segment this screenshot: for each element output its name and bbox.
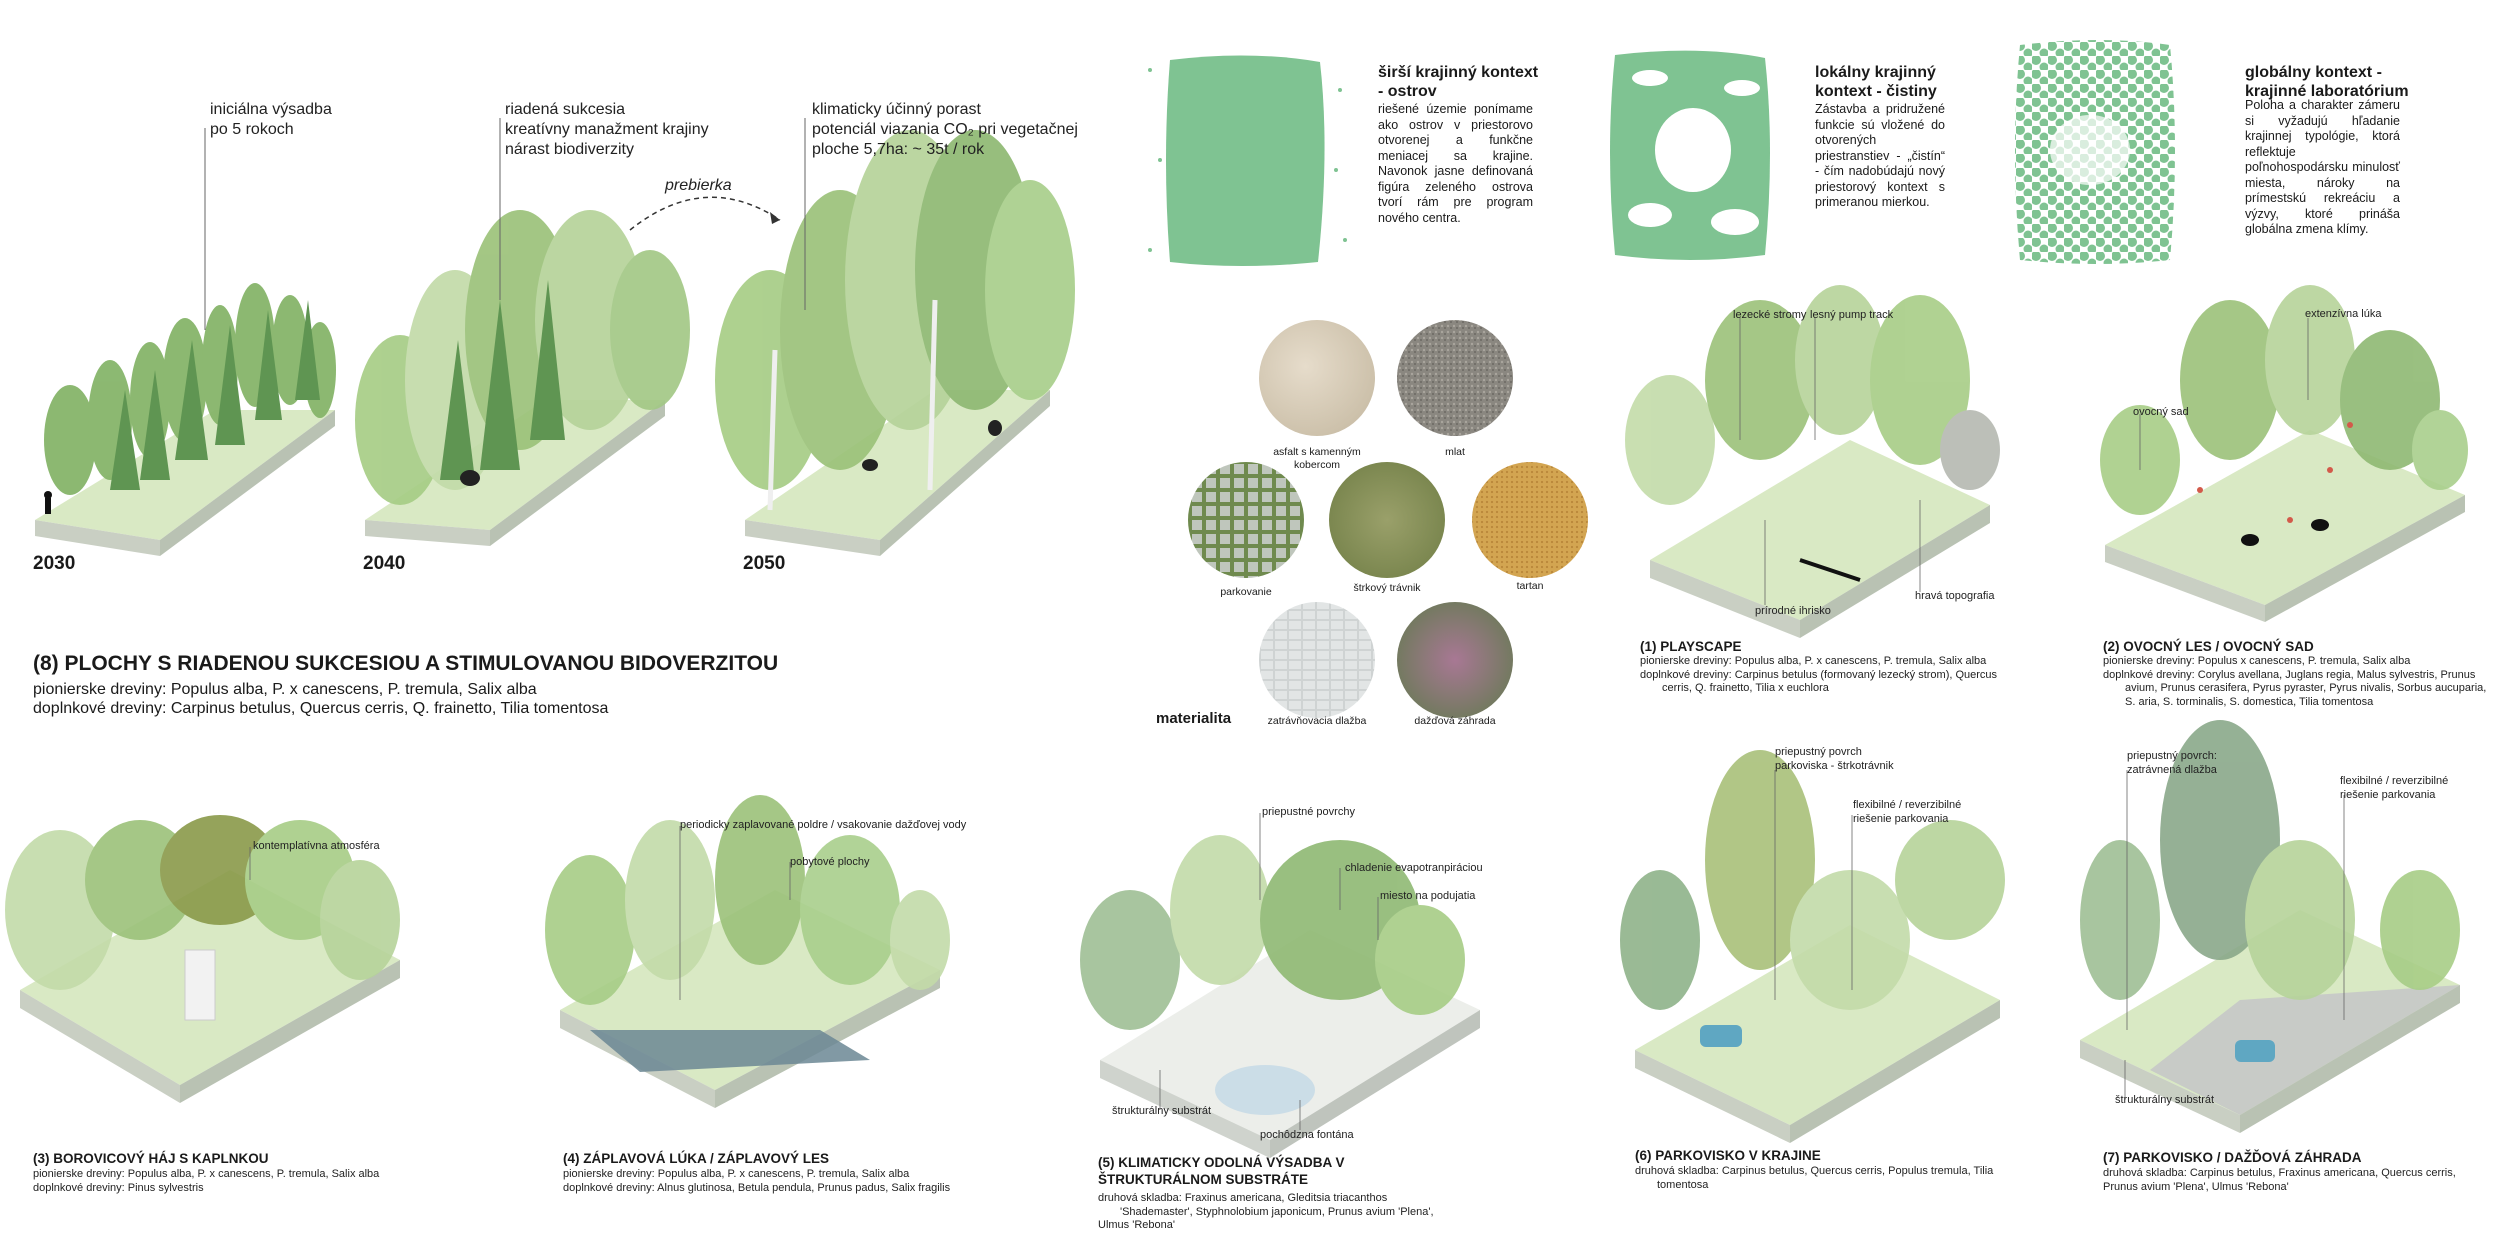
m2-label-meadow: extenzívna lúka <box>2305 308 2382 320</box>
materials-title: materialita <box>1156 710 1232 727</box>
context-body-1: riešené územie ponímame ako ostrov v pri… <box>1378 102 1533 225</box>
module-platform-7 <box>2080 720 2460 1133</box>
m1-title: (1) PLAYSCAPE <box>1640 639 1742 654</box>
m3-title: (3) BOROVICOVÝ HÁJ S KAPLNKOU <box>33 1151 269 1166</box>
module-platform-2 <box>2100 285 2468 622</box>
m1-species: pionierske dreviny: Populus alba, P. x c… <box>1640 655 1998 694</box>
module-platform-5 <box>1080 835 1480 1158</box>
module-platform-3 <box>5 815 400 1103</box>
prebierka-label: prebierka <box>665 177 732 194</box>
context-map-clearings <box>1610 50 1770 260</box>
module-platform-4 <box>545 795 950 1108</box>
year-2050: 2050 <box>743 553 786 574</box>
material-label-gravel-lawn: štrkový trávnik <box>1353 582 1421 594</box>
m7-title: (7) PARKOVISKO / DAŽĎOVÁ ZÁHRADA <box>2103 1150 2362 1165</box>
m7-label-substrate: štrukturálny substrát <box>2115 1094 2215 1106</box>
material-label-parking: parkovanie <box>1220 586 1272 598</box>
platform-2040 <box>355 210 690 546</box>
module-platform-1 <box>1625 285 2000 638</box>
succession-title: (8) PLOCHY S RIADENOU SUKCESIOU A STIMUL… <box>33 652 779 675</box>
context-body-2: Zástavba a pridružené funkcie sú vložené… <box>1815 102 1945 209</box>
context-body-3: Poloha a charakter zámeru si vyžadujú hľ… <box>2245 98 2400 236</box>
m4-label-stay: pobytové plochy <box>790 856 870 868</box>
m3-label-atmosphere: kontemplatívna atmosféra <box>253 840 380 852</box>
prebierka-arrow <box>629 196 781 231</box>
year-2030: 2030 <box>33 553 76 574</box>
context-title-1: širší krajinný kontext- ostrov <box>1378 64 1539 100</box>
platform-2050 <box>715 130 1075 556</box>
m5-species: druhová skladba: Fraxinus americana, Gle… <box>1098 1192 1434 1231</box>
m7-species: druhová skladba: Carpinus betulus, Fraxi… <box>2103 1167 2456 1193</box>
m3-species: pionierske dreviny: Populus alba, P. x c… <box>33 1168 380 1194</box>
platform-2030 <box>35 283 336 556</box>
m1-label-playground: prírodné ihrisko <box>1755 605 1831 617</box>
m6-species: druhová skladba: Carpinus betulus, Querc… <box>1635 1165 1994 1191</box>
material-label-raingarden: dažďová záhrada <box>1414 715 1496 727</box>
succession-pioneer: pionierske dreviny: Populus alba, P. x c… <box>33 681 537 698</box>
m2-title: (2) OVOCNÝ LES / OVOCNÝ SAD <box>2103 639 2314 654</box>
m4-species: pionierske dreviny: Populus alba, P. x c… <box>563 1168 951 1194</box>
m1-label-topography: hravá topografia <box>1915 590 1995 602</box>
m2-label-orchard: ovocný sad <box>2133 406 2189 418</box>
context-title-3: globálny kontext -krajinné laboratórium <box>2245 64 2409 100</box>
m2-species: pionierske dreviny: Populus x canescens,… <box>2103 655 2487 708</box>
m6-title: (6) PARKOVISKO V KRAJINE <box>1635 1148 1821 1163</box>
context-map-island <box>1148 55 1347 266</box>
m4-label-polder: periodicky zaplavované poldre / vsakovan… <box>680 819 967 831</box>
m1-label-climbing: lezecké stromy <box>1733 309 1807 321</box>
m1-label-pumptrack: lesný pump track <box>1810 309 1894 321</box>
m5-label-fountain: pochôdzna fontána <box>1260 1129 1354 1141</box>
m7-label-permeable: priepustný povrch:zatrávnená dlažba <box>2127 750 2217 776</box>
material-label-mlat: mlat <box>1445 446 1465 458</box>
materials-swatches <box>1188 320 1588 718</box>
succession-supplement: doplnkové dreviny: Carpinus betulus, Que… <box>33 700 609 717</box>
context-map-laboratory <box>2015 40 2175 264</box>
m5-label-events: miesto na podujatia <box>1380 890 1476 902</box>
m5-label-permeable: priepustné povrchy <box>1262 806 1355 818</box>
material-label-paver: zatrávňovacia dlažba <box>1267 715 1367 727</box>
module-platform-6 <box>1620 750 2005 1143</box>
year-2040: 2040 <box>363 553 406 574</box>
m4-title: (4) ZÁPLAVOVÁ LÚKA / ZÁPLAVOVÝ LES <box>563 1151 830 1166</box>
material-label-tartan: tartan <box>1516 580 1544 592</box>
m5-label-substrate: štrukturálny substrát <box>1112 1105 1212 1117</box>
m5-label-cooling: chladenie evapotranpiráciou <box>1345 862 1483 874</box>
